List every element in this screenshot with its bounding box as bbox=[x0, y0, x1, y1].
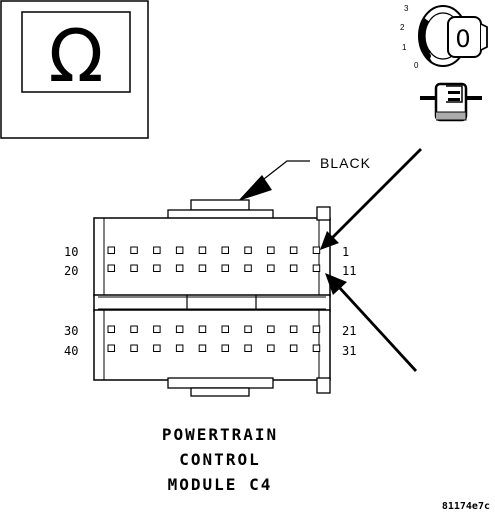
powertrain-module-connector bbox=[93, 199, 331, 397]
pin-cavity bbox=[221, 246, 229, 254]
pin-cavity bbox=[244, 264, 252, 272]
caption-line-2: CONTROL bbox=[179, 450, 260, 469]
pin-cavity bbox=[267, 246, 275, 254]
pin-cavity bbox=[107, 246, 115, 254]
pin-cavity bbox=[244, 246, 252, 254]
lower-test-arrow-head bbox=[325, 273, 347, 295]
pin-cavity bbox=[175, 325, 184, 333]
ohm-icon: Ω bbox=[48, 14, 103, 98]
pin-cavity bbox=[153, 344, 161, 352]
upper-test-arrow-head bbox=[320, 231, 339, 250]
pin-label-31: 31 bbox=[342, 344, 356, 358]
pin-cavity bbox=[312, 344, 321, 352]
ignition-position-3: 3 bbox=[404, 4, 409, 13]
ignition-position-2: 2 bbox=[400, 23, 405, 32]
test-lead-arrows bbox=[320, 148, 422, 372]
pin-cavity-grid bbox=[107, 246, 321, 352]
ignition-switch-icon: 3 2 1 0 0 bbox=[400, 4, 488, 70]
pin-cavity bbox=[153, 246, 161, 254]
pin-cavity bbox=[221, 344, 229, 352]
ignition-position-0: 0 bbox=[414, 61, 419, 70]
figure-reference: 81174e7c bbox=[442, 501, 490, 512]
pin-cavity bbox=[175, 246, 184, 254]
pin-cavity bbox=[175, 344, 184, 352]
pin-cavity bbox=[244, 344, 252, 352]
pin-cavity bbox=[107, 344, 115, 352]
pin-label-10: 10 bbox=[64, 245, 78, 259]
disconnected-connector-icon bbox=[420, 82, 482, 122]
pin-cavity bbox=[198, 344, 207, 352]
ignition-position-1: 1 bbox=[402, 43, 407, 52]
pin-cavity bbox=[267, 344, 275, 352]
pin-label-21: 21 bbox=[342, 324, 356, 338]
pin-cavity bbox=[153, 325, 161, 333]
pin-cavity bbox=[312, 264, 321, 272]
caption-line-3: MODULE C4 bbox=[168, 475, 273, 494]
pin-label-30: 30 bbox=[64, 324, 78, 338]
pin-number-labels: 10 1 20 11 30 21 40 31 bbox=[64, 245, 356, 358]
pin-cavity bbox=[130, 344, 138, 352]
pin-cavity bbox=[221, 325, 229, 333]
pin-cavity bbox=[267, 325, 275, 333]
pin-cavity bbox=[175, 264, 184, 272]
lower-test-arrow-line bbox=[336, 285, 418, 372]
pin-cavity bbox=[289, 246, 298, 254]
pin-label-11: 11 bbox=[342, 264, 356, 278]
pin-label-1: 1 bbox=[342, 245, 349, 259]
upper-test-arrow-line bbox=[329, 148, 422, 241]
pin-cavity bbox=[267, 264, 275, 272]
pin-cavity bbox=[153, 264, 161, 272]
pin-label-20: 20 bbox=[64, 264, 78, 278]
pin-cavity bbox=[198, 264, 207, 272]
pin-cavity bbox=[312, 325, 321, 333]
connector-color-callout: BLACK bbox=[238, 155, 371, 201]
pin-cavity bbox=[198, 246, 207, 254]
pin-cavity bbox=[107, 325, 115, 333]
pin-cavity bbox=[244, 325, 252, 333]
pin-cavity bbox=[130, 264, 138, 272]
pin-cavity bbox=[130, 246, 138, 254]
key-off-mark: 0 bbox=[455, 25, 470, 53]
pin-cavity bbox=[198, 325, 207, 333]
pin-cavity bbox=[289, 344, 298, 352]
ohmmeter-symbol: Ω bbox=[0, 0, 149, 139]
pin-cavity bbox=[221, 264, 229, 272]
pin-cavity bbox=[312, 246, 321, 254]
pin-cavity bbox=[289, 264, 298, 272]
connector-caption: POWERTRAIN CONTROL MODULE C4 bbox=[162, 425, 278, 494]
pin-cavity bbox=[130, 325, 138, 333]
pin-cavity bbox=[107, 264, 115, 272]
pin-label-40: 40 bbox=[64, 344, 78, 358]
pin-cavity bbox=[289, 325, 298, 333]
caption-line-1: POWERTRAIN bbox=[162, 425, 278, 444]
connector-color-label: BLACK bbox=[320, 155, 371, 171]
